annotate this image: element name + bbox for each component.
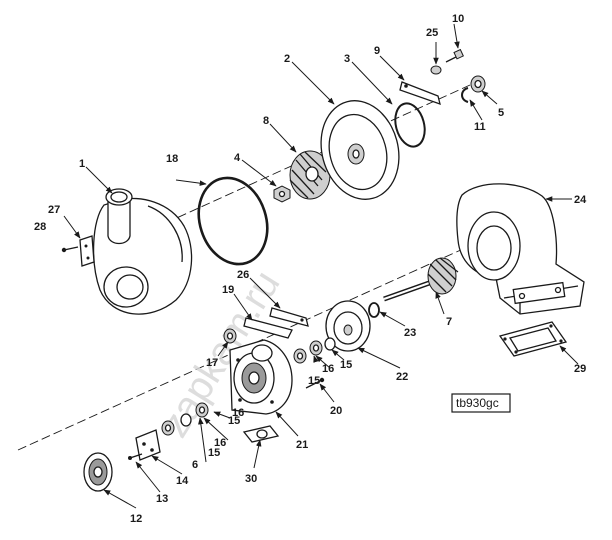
piston-ring <box>368 302 380 318</box>
callout-label: 26 <box>237 269 249 281</box>
callout-label: 2 <box>284 53 290 65</box>
clamp-plate <box>243 317 293 339</box>
callout-label: 10 <box>452 13 464 25</box>
figure-code-box: tb930gc <box>451 393 511 413</box>
turbine-outlet-gasket <box>498 321 568 357</box>
callout-label: 27 <box>48 204 60 216</box>
callout-labels: 1 2 3 4 5 6 7 8 9 10 11 12 13 14 15 15 1… <box>34 13 587 525</box>
callout-label: 13 <box>156 493 168 505</box>
heat-shield <box>325 300 371 352</box>
plate-screw <box>61 246 79 253</box>
journal-bearing-upper <box>293 348 307 364</box>
bearing-housing-screw <box>305 377 325 389</box>
journal-bearing-upper-2 <box>309 340 323 356</box>
thrust-washer <box>161 420 175 436</box>
compressor-housing <box>92 188 193 315</box>
callout-label: 16 <box>232 407 244 419</box>
callout-label: 5 <box>498 107 504 119</box>
retaining-ring-lower <box>180 413 192 427</box>
callout-label: 28 <box>34 221 46 233</box>
callout-label: 3 <box>344 53 350 65</box>
callout-label: 18 <box>166 153 178 165</box>
callout-label: 9 <box>374 45 380 57</box>
callout-label: 25 <box>426 27 438 39</box>
callout-label: 16 <box>322 363 334 375</box>
backplate-seal-ring <box>394 102 426 148</box>
callout-label: 14 <box>176 475 189 487</box>
callout-label: 16 <box>214 437 226 449</box>
retaining-ring-upper <box>324 337 336 351</box>
oil-plug <box>470 75 486 93</box>
compressor-backplate <box>320 100 400 200</box>
identification-plate <box>79 235 95 267</box>
thrust-collar <box>223 328 237 344</box>
callout-label: 15 <box>208 447 220 459</box>
figure-code-label: tb930gc <box>456 396 499 410</box>
callout-label: 15 <box>340 359 352 371</box>
large-o-ring <box>197 176 269 266</box>
callout-label: 30 <box>245 473 257 485</box>
compressor-end-plate <box>83 452 113 492</box>
callout-label: 22 <box>396 371 408 383</box>
callout-label: 7 <box>446 316 452 328</box>
lock-washer <box>430 65 442 75</box>
journal-bearing-lower <box>195 402 209 418</box>
callout-label: 6 <box>192 459 198 471</box>
thrust-bearing <box>135 429 161 461</box>
cap-screw <box>445 48 464 63</box>
callout-label: 20 <box>330 405 342 417</box>
retaining-plate <box>399 81 441 106</box>
retainer-strap <box>269 307 309 327</box>
callout-label: 1 <box>79 158 85 170</box>
callout-label: 11 <box>474 121 486 133</box>
snap-ring <box>461 87 469 103</box>
callout-label: 23 <box>404 327 416 339</box>
callout-label: 12 <box>130 513 142 525</box>
turbine-housing <box>456 183 585 315</box>
leader-lines <box>63 23 579 509</box>
compressor-nut <box>273 185 291 203</box>
callout-label: 15 <box>228 415 240 427</box>
callout-label: 8 <box>263 115 269 127</box>
center-axis-line <box>17 229 506 451</box>
bearing-housing <box>229 339 293 415</box>
callout-label: 24 <box>574 194 587 206</box>
oil-drain-gasket <box>242 425 280 443</box>
callout-label: 17 <box>206 357 218 369</box>
callout-label: 29 <box>574 363 586 375</box>
callout-label: 19 <box>222 284 234 296</box>
callout-label: 4 <box>234 152 241 164</box>
callout-label: 21 <box>296 439 308 451</box>
turbine-wheel-shaft <box>383 257 459 302</box>
end-plate-screw <box>128 453 143 460</box>
compressor-wheel <box>289 150 331 200</box>
callout-label: 15 <box>308 375 320 387</box>
